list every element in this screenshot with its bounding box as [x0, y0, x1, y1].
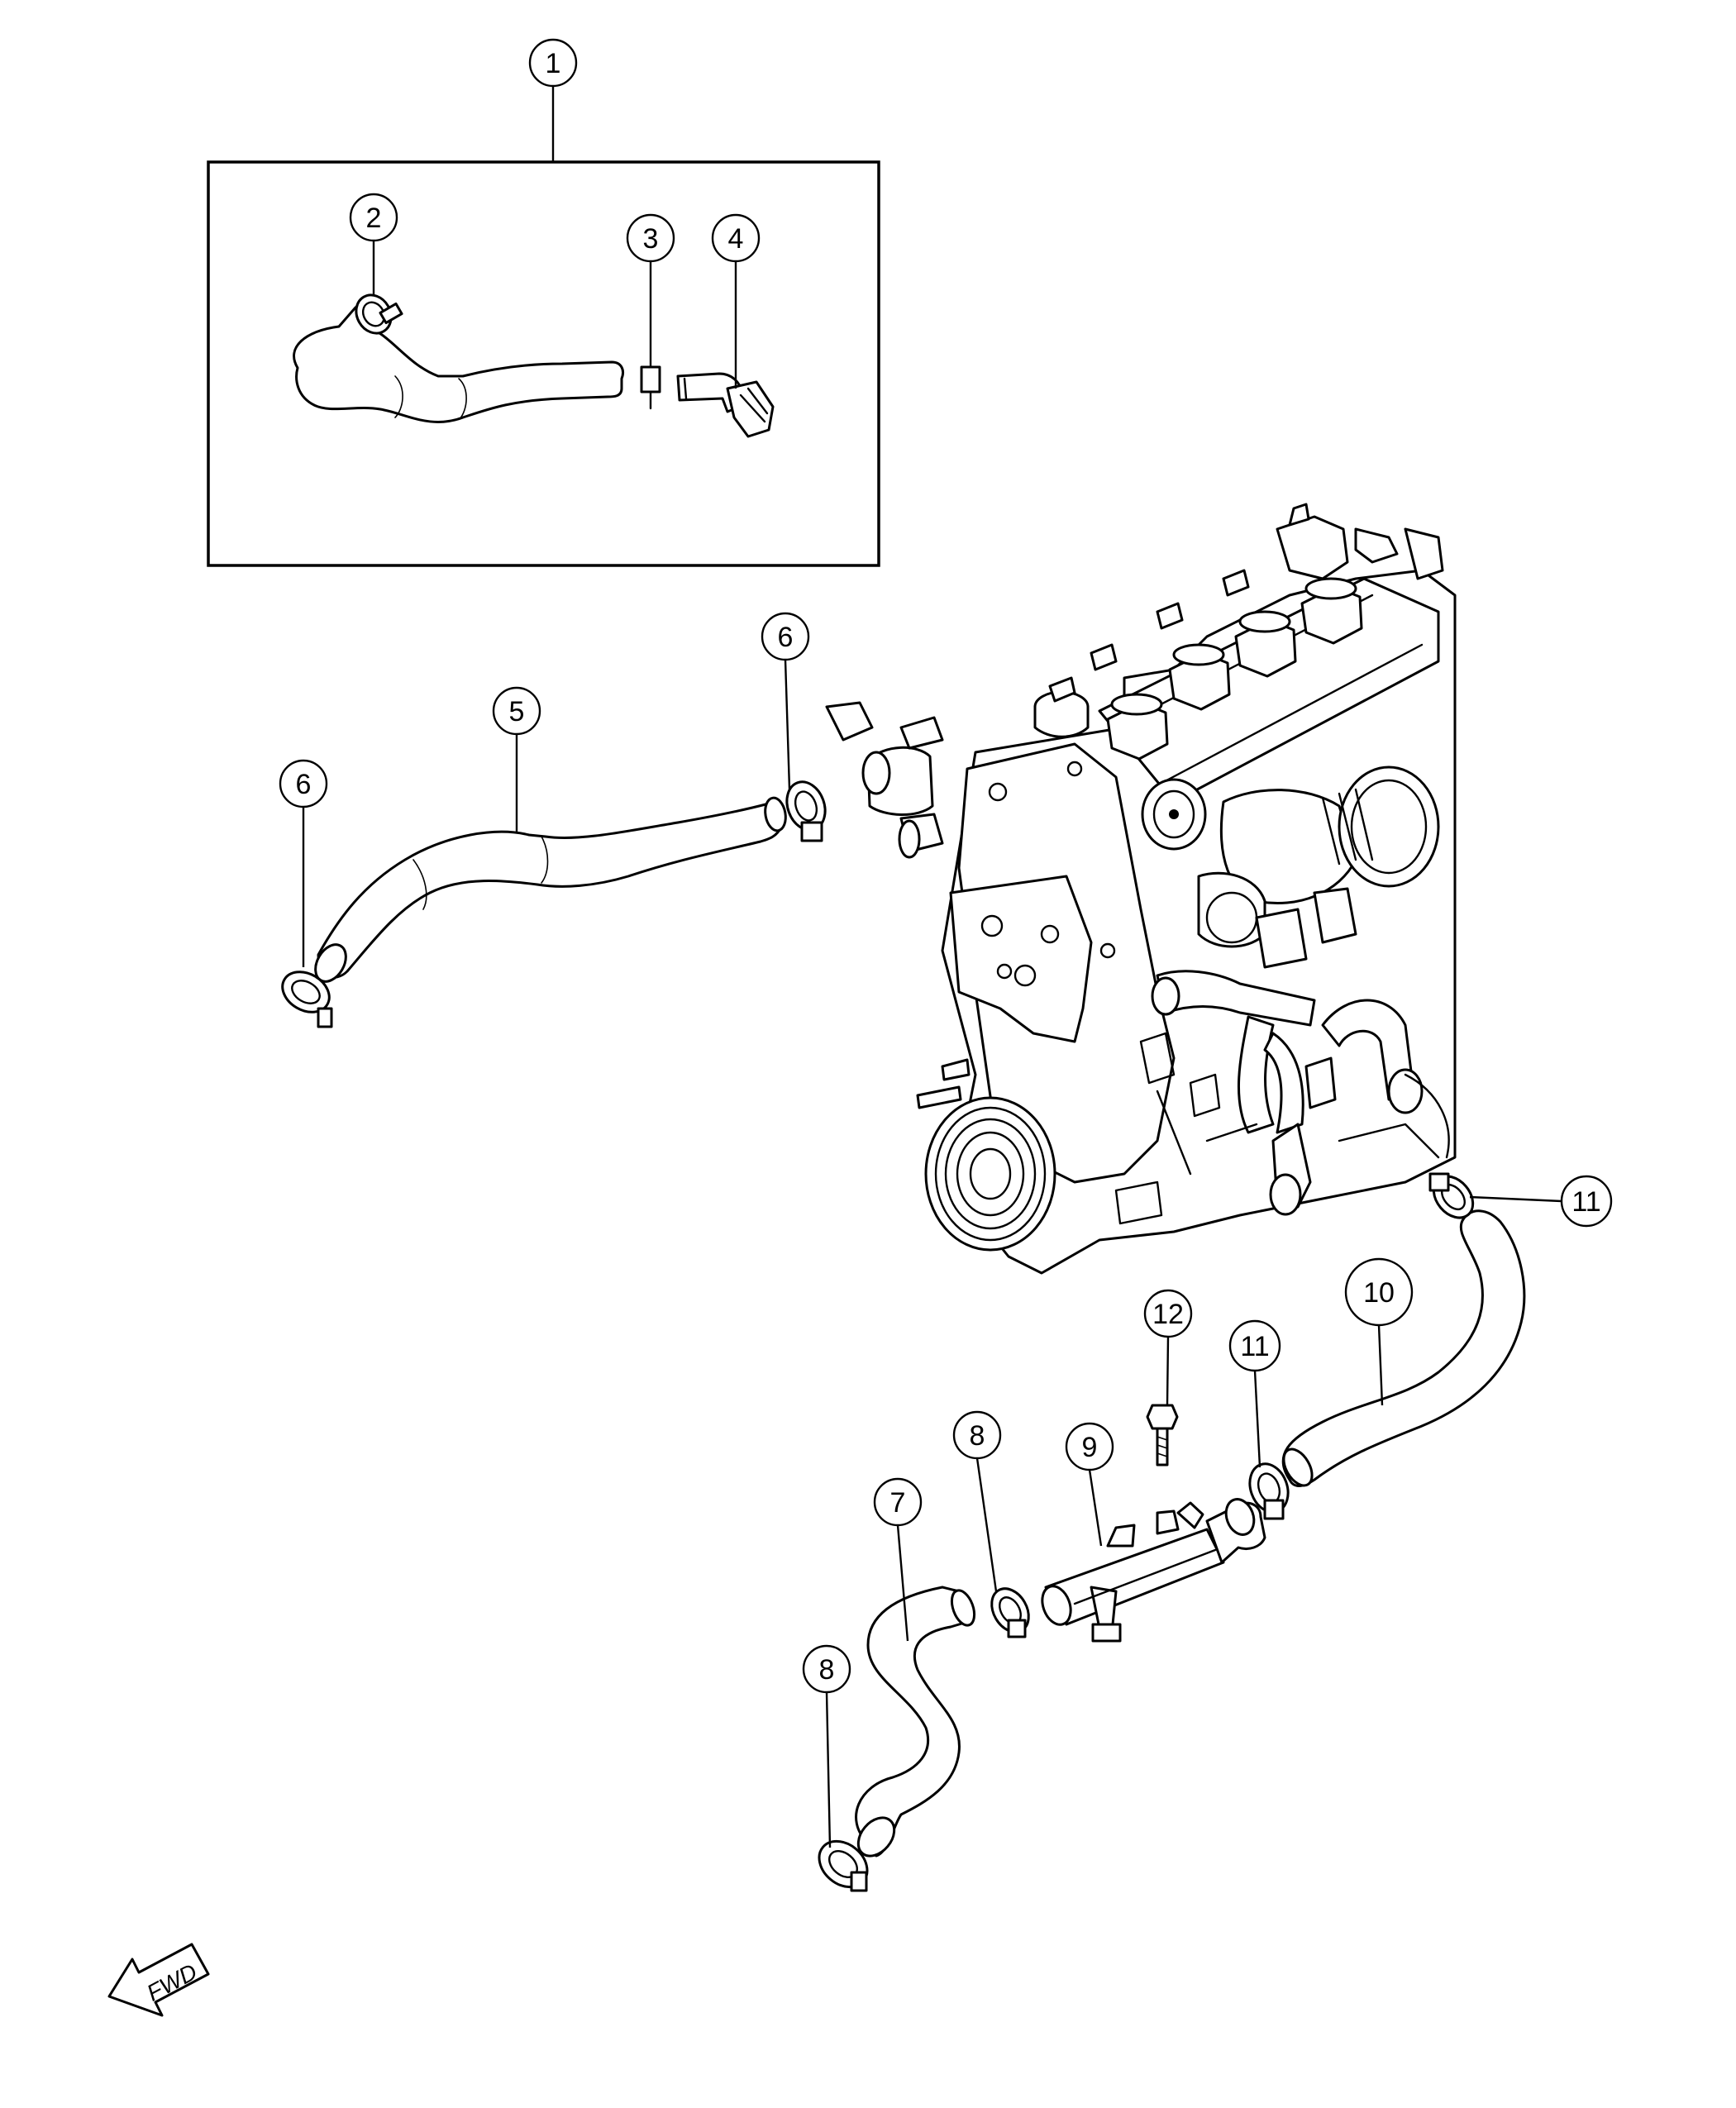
callout-7: 7 [873, 1477, 923, 1527]
callout-9: 9 [1065, 1422, 1114, 1471]
svg-text:2: 2 [366, 203, 382, 234]
hose-10 [1281, 1209, 1526, 1487]
clamp-2 [355, 293, 403, 335]
hose-7 [855, 1586, 976, 1858]
clamp-8-top [990, 1587, 1030, 1638]
callout-6-right: 6 [761, 612, 810, 661]
callout-11-upper: 11 [1560, 1175, 1613, 1228]
callout-11-lower: 11 [1228, 1319, 1281, 1372]
callout-3: 3 [626, 213, 675, 263]
turbocharger [1141, 765, 1440, 969]
svg-text:8: 8 [819, 1654, 835, 1686]
svg-text:6: 6 [296, 769, 312, 800]
leader-lines [302, 86, 1562, 1848]
svg-text:11: 11 [1571, 1186, 1600, 1218]
svg-text:3: 3 [643, 223, 659, 255]
callout-2: 2 [349, 193, 398, 242]
clamp-11-upper [1428, 1172, 1475, 1219]
callout-10: 10 [1344, 1257, 1414, 1327]
ignition-coils [1106, 577, 1363, 761]
svg-text:9: 9 [1082, 1432, 1098, 1463]
svg-text:4: 4 [728, 223, 744, 255]
svg-text:12: 12 [1152, 1299, 1184, 1330]
connector-3 [640, 365, 661, 410]
svg-text:11: 11 [1240, 1331, 1269, 1362]
callout-8-bottom: 8 [802, 1644, 851, 1694]
quick-connect-4 [676, 372, 775, 438]
svg-text:1: 1 [546, 48, 561, 79]
callout-4: 4 [711, 213, 761, 263]
clamp-6-right [785, 780, 827, 842]
coolant-tube-9 [1041, 1498, 1266, 1643]
engine-block [825, 503, 1457, 1275]
clamp-8-bottom [818, 1839, 869, 1892]
callout-1: 1 [528, 38, 578, 88]
fwd-arrow: FWD [107, 1943, 210, 2017]
svg-text:8: 8 [970, 1420, 985, 1452]
bolt-12 [1146, 1404, 1179, 1467]
svg-text:7: 7 [890, 1487, 906, 1519]
hose-5 [314, 796, 787, 983]
svg-text:5: 5 [509, 696, 525, 727]
clamp-6-left [281, 971, 333, 1028]
callout-12: 12 [1143, 1289, 1193, 1338]
callout-8-top: 8 [952, 1410, 1002, 1460]
kit-hose [293, 302, 624, 423]
svg-text:10: 10 [1363, 1277, 1395, 1309]
kit-box [207, 160, 880, 567]
svg-text:6: 6 [778, 622, 794, 653]
callout-6-left: 6 [279, 759, 328, 808]
callout-5: 5 [492, 686, 541, 736]
